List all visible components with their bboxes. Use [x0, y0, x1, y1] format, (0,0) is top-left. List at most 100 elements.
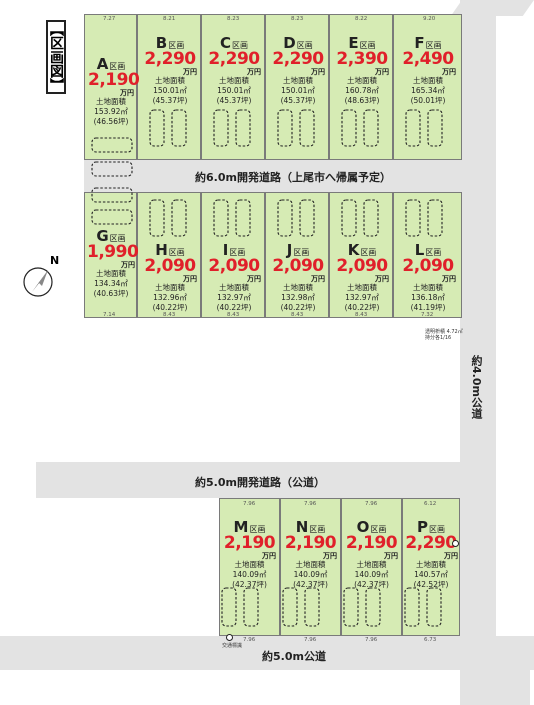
lot-n-unit: 万円 [323, 552, 337, 560]
lot-d-name: D [283, 34, 296, 52]
lot-c-price: 2,290 [208, 49, 260, 69]
lot-j[interactable] [265, 192, 329, 318]
lot-a-area: 153.92㎡ [94, 107, 128, 117]
lot-k-name: K [347, 241, 360, 259]
lot-j-ku: 区画 [293, 248, 310, 257]
lot-m-area: 140.09㎡ [232, 570, 267, 580]
lot-n-name: N [295, 518, 309, 536]
lot-m-name: M [233, 518, 249, 536]
lot-b-unit: 万円 [183, 68, 197, 76]
lot-m-tsubo: (42.37坪) [232, 580, 267, 590]
lot-e-name: E [348, 34, 359, 52]
road-bottom-label: 約5.0m公道 [262, 650, 326, 663]
dim-bot-k: 8.43 [355, 312, 368, 318]
dim-top-a: 7.27 [103, 16, 116, 22]
lot-e-price: 2,390 [336, 49, 388, 69]
lot-k[interactable] [329, 192, 393, 318]
lot-b-ku: 区画 [168, 41, 185, 50]
lot-a-ku: 区画 [109, 62, 126, 71]
dim-bot-n: 7.96 [304, 637, 317, 643]
dim-bot-h: 8.43 [163, 312, 176, 318]
lot-p-area-label: 土地面積 [416, 560, 446, 569]
lot-n-area: 140.09㎡ [293, 570, 328, 580]
lot-g-area: 134.34㎡ [94, 279, 128, 289]
dim-top-d: 8.23 [291, 16, 304, 22]
road-bottom [0, 636, 534, 670]
lot-b-tsubo: (45.37坪) [152, 96, 188, 106]
lot-a-area-label: 土地面積 [96, 97, 126, 106]
lot-h[interactable] [137, 192, 201, 318]
lot-l-name: L [414, 241, 425, 259]
lot-h-ku: 区画 [168, 248, 185, 257]
lot-c[interactable] [201, 14, 265, 160]
lot-d-price: 2,290 [272, 49, 324, 69]
lot-i-name: I [222, 241, 229, 259]
lot-l-tsubo: (41.19坪) [410, 303, 446, 313]
lot-p-name: P [417, 518, 428, 536]
lot-p-tsubo: (42.52坪) [413, 580, 449, 590]
lot-k-unit: 万円 [375, 275, 389, 283]
lot-e-area-label: 土地面積 [347, 76, 377, 85]
lot-l-unit: 万円 [442, 275, 456, 283]
bottom-note: 交通標識 [222, 643, 243, 649]
lot-l-ku: 区画 [425, 248, 442, 257]
lot-e-ku: 区画 [359, 41, 376, 50]
lot-m-unit: 万円 [262, 552, 276, 560]
lot-f-ku: 区画 [425, 41, 442, 50]
compass: N [22, 252, 62, 302]
lot-b[interactable] [137, 14, 201, 160]
map-title: 【区画図】 [46, 20, 66, 94]
dim-bot-m: 7.96 [243, 637, 256, 643]
lot-c-tsubo: (45.37坪) [216, 96, 252, 106]
lot-h-unit: 万円 [183, 275, 197, 283]
lot-e[interactable] [329, 14, 393, 160]
lot-h-name: H [155, 241, 168, 259]
lot-d-ku: 区画 [296, 41, 313, 50]
lot-a[interactable] [84, 14, 137, 160]
lot-i-tsubo: (40.22坪) [216, 303, 252, 313]
compass-north-label: N [50, 254, 60, 267]
lot-i-area: 132.97㎡ [217, 293, 251, 303]
dim-bot-g: 7.14 [103, 312, 116, 318]
lot-c-ku: 区画 [232, 41, 248, 50]
lot-c-area: 150.01㎡ [217, 86, 251, 96]
dim-top-m: 7.96 [243, 501, 256, 507]
lot-a-tsubo: (46.56坪) [93, 117, 129, 127]
lot-n-price: 2,190 [284, 533, 337, 553]
dim-top-n: 7.96 [304, 501, 317, 507]
lot-c-name: C [219, 34, 231, 52]
lot-f-tsubo: (50.01坪) [410, 96, 446, 106]
lot-i-unit: 万円 [247, 275, 261, 283]
lot-d[interactable] [265, 14, 329, 160]
lot-f-area-label: 土地面積 [413, 76, 443, 85]
lot-k-area: 132.97㎡ [345, 293, 379, 303]
lot-o-name: O [356, 518, 370, 536]
road-upper-label: 約6.0m開発道路（上尾市へ帰属予定） [195, 171, 391, 184]
lot-o-area-label: 土地面積 [356, 560, 387, 569]
lot-i[interactable] [201, 192, 265, 318]
lot-m-area-label: 土地面積 [234, 560, 265, 569]
lot-f-name: F [414, 34, 425, 52]
lot-n-tsubo: (42.37坪) [293, 580, 328, 590]
lot-k-area-label: 土地面積 [347, 283, 377, 292]
lot-l-area: 136.18㎡ [411, 293, 445, 303]
lot-p-unit: 万円 [444, 552, 458, 560]
road-right-upper-diag [450, 0, 534, 16]
lot-g-area-label: 土地面積 [96, 269, 126, 278]
lot-d-unit: 万円 [311, 68, 325, 76]
lot-b-name: B [155, 34, 168, 52]
lot-a-unit: 万円 [120, 89, 134, 97]
lot-g-name: G [96, 227, 109, 245]
dim-top-f: 9.20 [423, 16, 436, 22]
dim-top-b: 8.21 [163, 16, 176, 22]
